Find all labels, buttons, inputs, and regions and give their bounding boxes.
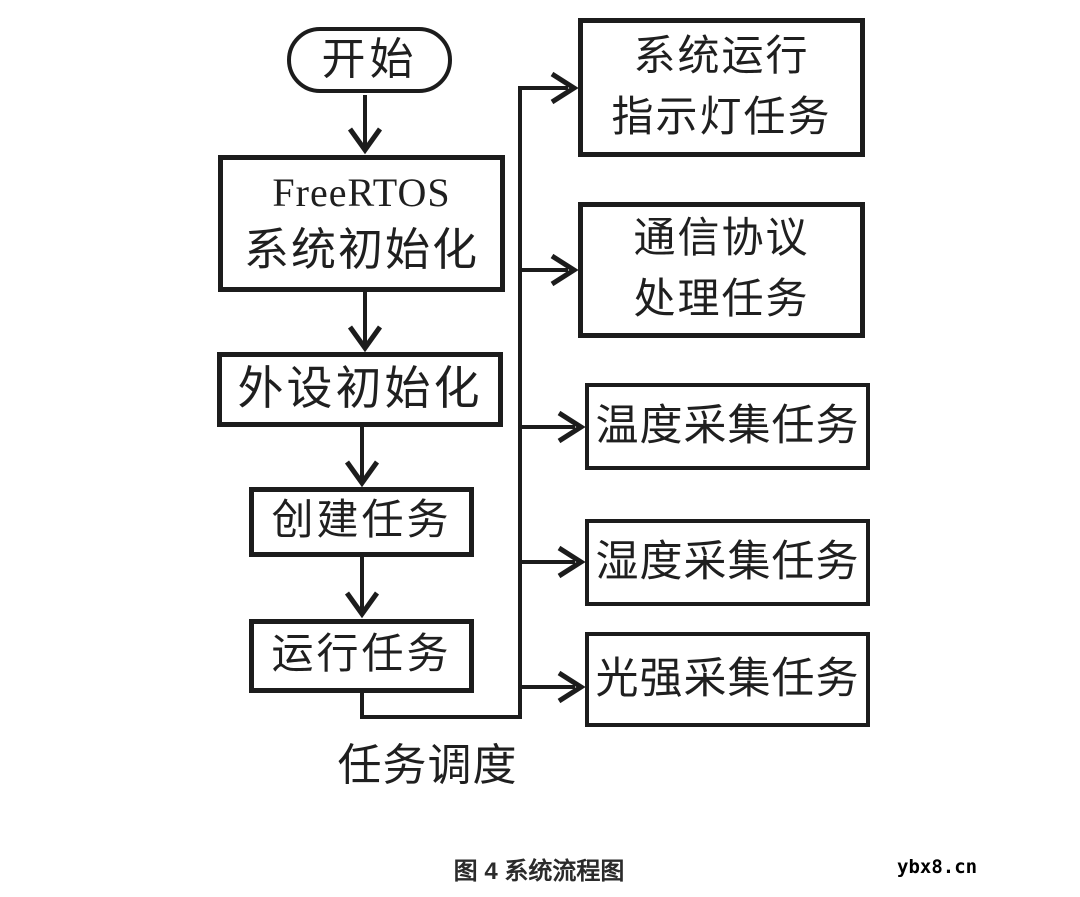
task-scheduling-label: 任务调度 (337, 741, 518, 790)
flow-node-freertos-init-line2: 系统初始化 (243, 225, 479, 276)
arrowhead-light-task (557, 670, 586, 704)
flow-node-comm-task: 通信协议 处理任务 (578, 202, 865, 338)
arrowhead-humidity-task (557, 545, 586, 579)
flow-node-freertos-init-line1: FreeRTOS (272, 170, 451, 216)
arrowhead-freertos-to-peripheral (347, 325, 383, 353)
flow-node-temperature-task-label: 温度采集任务 (595, 402, 860, 450)
flow-node-run-tasks: 运行任务 (249, 619, 474, 693)
flow-node-light-task-label: 光强采集任务 (595, 655, 860, 703)
watermark: ybx8.cn (897, 856, 978, 878)
arrowhead-create-to-run (344, 591, 380, 619)
flow-node-peripheral-init: 外设初始化 (217, 352, 503, 427)
flow-node-peripheral-init-label: 外设初始化 (237, 363, 483, 415)
flow-node-light-task: 光强采集任务 (585, 632, 870, 727)
arrowhead-comm-task (550, 253, 579, 287)
flow-node-create-tasks: 创建任务 (249, 487, 474, 557)
arrowhead-start-to-freertos (347, 127, 383, 155)
arrowhead-temperature-task (557, 410, 586, 444)
flow-node-humidity-task-label: 湿度采集任务 (595, 538, 860, 586)
flow-node-run-tasks-label: 运行任务 (271, 632, 452, 679)
flow-node-freertos-init: FreeRTOS 系统初始化 (218, 155, 505, 292)
flow-node-comm-task-line1: 通信协议 (633, 216, 810, 263)
flow-node-create-tasks-label: 创建任务 (271, 498, 452, 545)
flow-node-start-label: 开始 (321, 34, 418, 84)
flow-node-led-task-line1: 系统运行 (633, 33, 810, 80)
flow-node-humidity-task: 湿度采集任务 (585, 519, 870, 606)
arrowhead-led-task (550, 71, 579, 105)
flow-node-start: 开始 (287, 27, 452, 93)
flow-node-temperature-task: 温度采集任务 (585, 383, 870, 470)
scheduling-spine (360, 86, 568, 719)
flow-node-led-task-line2: 指示灯任务 (611, 94, 832, 141)
flow-node-comm-task-line2: 处理任务 (633, 277, 810, 323)
flow-node-led-task: 系统运行 指示灯任务 (578, 18, 865, 157)
arrowhead-peripheral-to-create (344, 460, 380, 488)
figure-caption: 图 4 系统流程图 (453, 858, 625, 885)
